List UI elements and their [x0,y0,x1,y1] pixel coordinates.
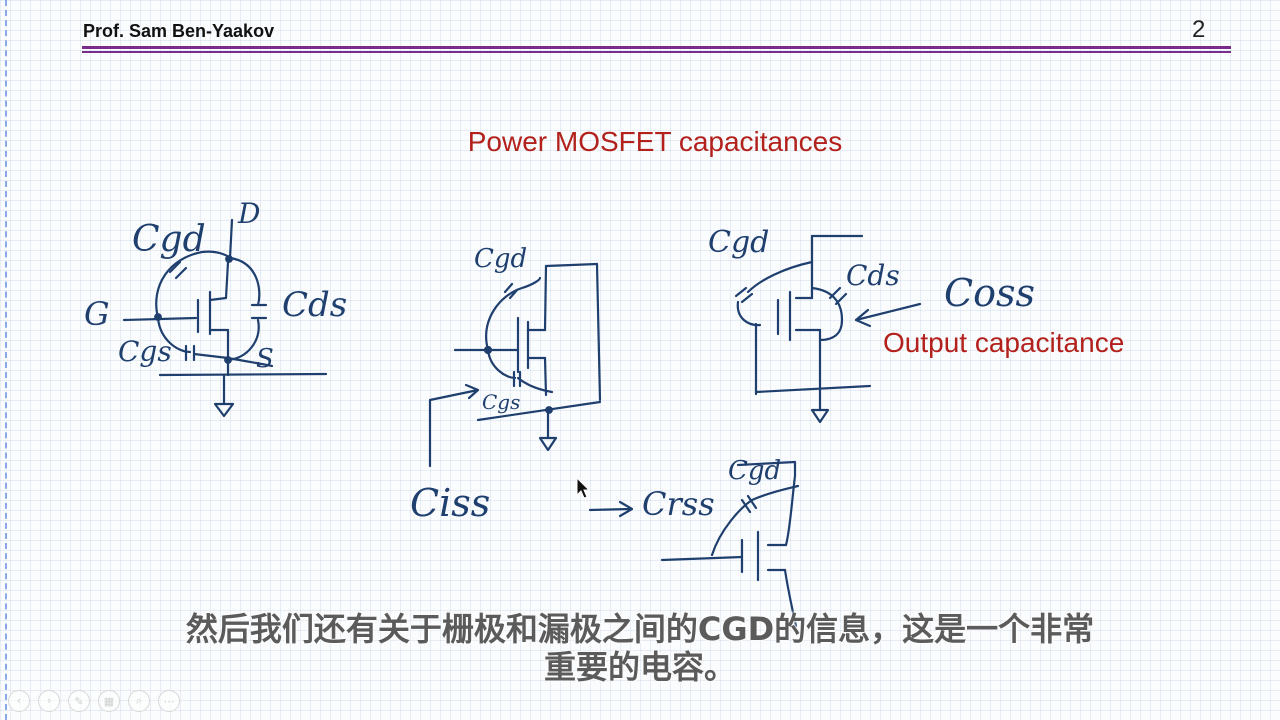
more-icon: ⋯ [163,695,175,708]
page-number: 2 [1192,16,1206,43]
zoom-button[interactable]: ⌕ [128,690,150,712]
subtitle-line-2: 重要的电容。 [543,648,736,686]
circuit-3-sketch [734,234,922,424]
pages-icon: ▦ [103,695,115,708]
slide-title: Power MOSFET capacitances [467,126,843,157]
output-capacitance-label: Output capacitance [883,327,1125,358]
label-cgs-2: Cgs [482,390,521,414]
chevron-right-icon: › [47,695,51,707]
label-cgd-3: Cgd [708,225,770,260]
circuit-1-sketch [122,218,328,418]
circuit-4-sketch [588,460,800,628]
label-drain: D [238,197,261,230]
header-rule-secondary [82,51,1231,53]
pen-icon: ✎ [74,695,84,708]
page-margin-line [5,0,7,720]
label-cgd-4: Cgd [728,456,782,486]
label-source: S [256,344,274,374]
prev-button[interactable]: ‹ [8,690,30,712]
header-rule [82,46,1231,49]
author-name: Prof. Sam Ben-Yaakov [83,21,275,41]
label-crss: Crss [642,485,715,523]
label-coss: Coss [944,271,1035,315]
label-gate: G [84,295,110,333]
subtitle-line-1: 然后我们还有关于栅极和漏极之间的CGD的信息，这是一个非常 [185,610,1095,648]
label-cds-3: Cds [846,259,900,292]
chevron-left-icon: ‹ [17,695,21,707]
label-cgd-1: Cgd [132,219,206,260]
more-button[interactable]: ⋯ [158,690,180,712]
subtitle-caption: 然后我们还有关于栅极和漏极之间的CGD的信息，这是一个非常 重要的电容。 [100,610,1180,686]
circuit-2-sketch [428,262,602,468]
pages-button[interactable]: ▦ [98,690,120,712]
label-ciss: Ciss [410,481,491,525]
viewer-toolbar: ‹ › ✎ ▦ ⌕ ⋯ [8,690,180,712]
zoom-icon: ⌕ [135,694,143,707]
mouse-cursor-icon [576,477,591,499]
next-button[interactable]: › [38,690,60,712]
label-cds-1: Cds [282,285,348,325]
label-cgd-2: Cgd [474,244,528,274]
pen-button[interactable]: ✎ [68,690,90,712]
label-cgs-1: Cgs [118,335,172,368]
